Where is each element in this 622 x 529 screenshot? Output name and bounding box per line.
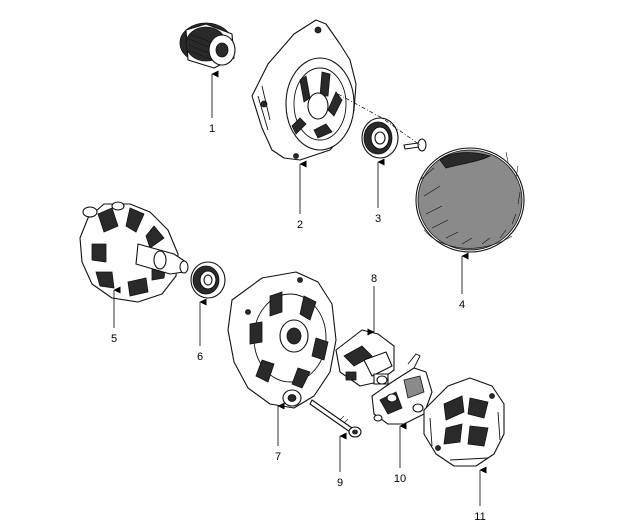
part-label-9: 9 <box>337 477 343 489</box>
screw-part <box>403 138 427 152</box>
part-label-1: 1 <box>209 123 215 135</box>
front-bracket-part <box>251 19 357 161</box>
rear-bracket-part <box>227 271 337 409</box>
part-label-8: 8 <box>371 273 377 285</box>
part-label-11: 11 <box>474 511 485 523</box>
front-bearing-part <box>361 117 399 159</box>
stator-part <box>415 147 525 253</box>
rectifier-part <box>371 353 433 425</box>
part-label-7: 7 <box>275 451 281 463</box>
part-label-6: 6 <box>197 351 203 363</box>
part-labels: 1 2 3 4 5 6 7 8 9 10 11 <box>111 123 486 523</box>
part-label-5: 5 <box>111 333 117 345</box>
part-label-10: 10 <box>394 473 406 485</box>
part-label-4: 4 <box>459 299 465 311</box>
rear-bearing-part <box>190 261 226 299</box>
part-label-2: 2 <box>297 219 303 231</box>
pulley-part <box>179 22 236 69</box>
rear-cover-part <box>423 377 505 467</box>
rotor-part <box>79 201 189 303</box>
through-bolt-part <box>309 399 362 438</box>
part-label-3: 3 <box>375 213 381 225</box>
regulator-part <box>335 329 395 387</box>
leader-lines <box>113 70 487 506</box>
